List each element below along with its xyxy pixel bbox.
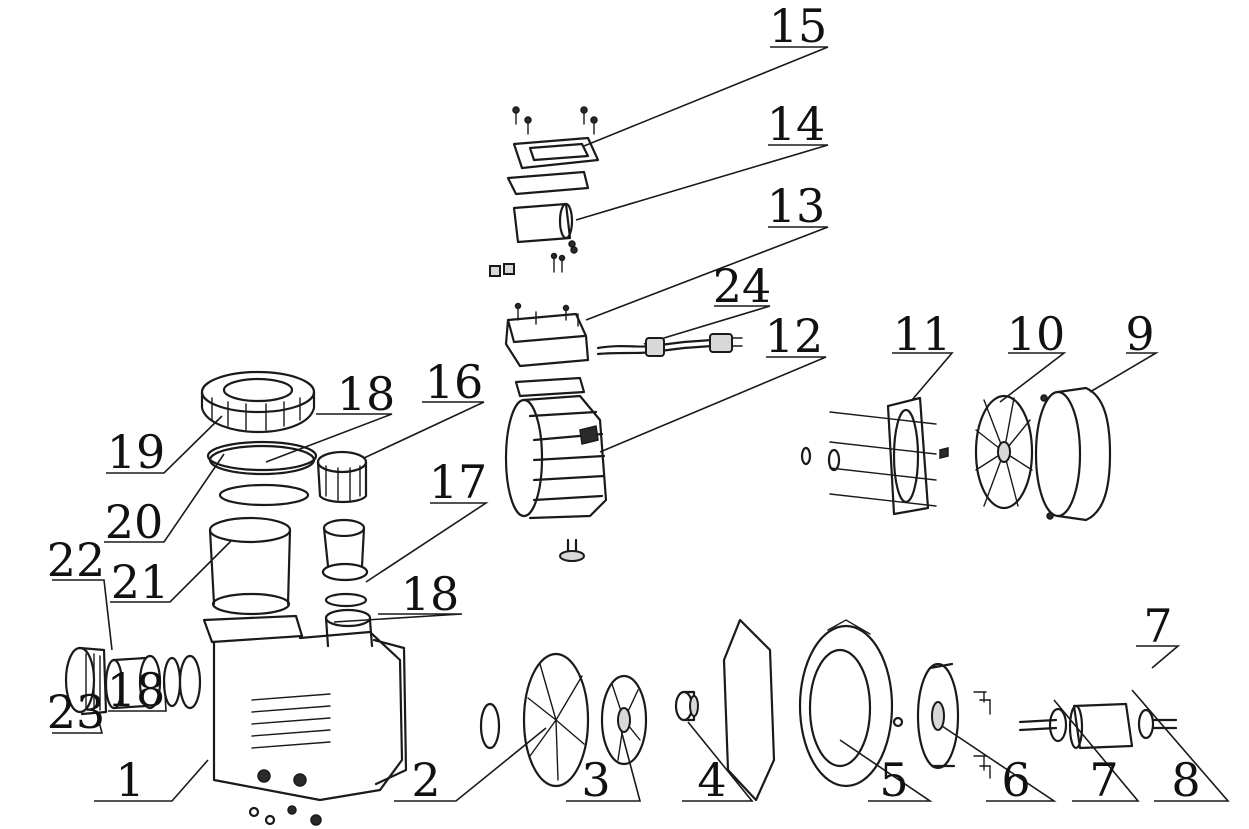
capacitor-part [489, 202, 578, 277]
callout-18-left: 18 [107, 663, 166, 717]
callout-6: 6 [1001, 753, 1030, 807]
callout-labels: 15 14 13 24 12 11 10 9 19 18 16 20 17 22… [47, 0, 1201, 807]
motor-part [504, 394, 608, 562]
callout-14: 14 [767, 97, 826, 151]
lid-part [206, 440, 318, 476]
fan-cover-part [1034, 386, 1112, 522]
callout-1: 1 [115, 753, 144, 807]
callout-23: 23 [47, 685, 106, 739]
strainer-basket-part [208, 516, 292, 616]
callout-13: 13 [767, 179, 826, 233]
callout-15: 15 [769, 0, 828, 53]
callout-22: 22 [47, 533, 106, 587]
callout-16: 16 [425, 355, 484, 409]
diffuser-part [479, 652, 590, 788]
leader-lines [52, 46, 1230, 802]
callout-18-top: 18 [337, 367, 396, 421]
callout-19: 19 [107, 425, 166, 479]
inlet-port-part [178, 654, 202, 710]
callout-3: 3 [581, 753, 610, 807]
callout-24: 24 [713, 259, 772, 313]
inlet-tail-pipe-part [104, 654, 162, 710]
callout-10: 10 [1007, 307, 1066, 361]
callout-20: 20 [105, 495, 164, 549]
lid-nut-part [200, 370, 316, 434]
motor-bracket-part [892, 662, 991, 779]
gasket-part [722, 618, 776, 802]
terminal-box-part [504, 302, 590, 398]
callout-9: 9 [1125, 307, 1154, 361]
end-bracket-part [800, 396, 949, 516]
power-cable-part [596, 333, 743, 357]
seal-plate-part [798, 619, 894, 788]
mechanical-seal-part [674, 690, 699, 722]
o-ring-part [218, 483, 310, 507]
pump-housing-part [202, 608, 408, 826]
callout-12: 12 [765, 309, 824, 363]
callout-7-lower: 7 [1089, 753, 1118, 807]
tail-pipe-part [321, 518, 369, 582]
callout-11: 11 [893, 307, 952, 361]
callout-8: 8 [1171, 753, 1200, 807]
callout-5: 5 [879, 753, 908, 807]
callout-18-middle: 18 [401, 567, 460, 621]
callout-17: 17 [429, 455, 488, 509]
callout-7-upper: 7 [1143, 599, 1172, 653]
callout-4: 4 [697, 753, 726, 807]
union-nut-part [316, 450, 368, 504]
o-ring-part-3 [162, 656, 182, 708]
callout-2: 2 [411, 753, 440, 807]
o-ring-part-2 [324, 592, 368, 608]
terminal-cover-part [506, 106, 600, 196]
callout-21: 21 [111, 555, 170, 609]
fan-part [974, 394, 1034, 510]
rotor-shaft-part [1018, 702, 1178, 750]
impeller-part [600, 674, 648, 766]
